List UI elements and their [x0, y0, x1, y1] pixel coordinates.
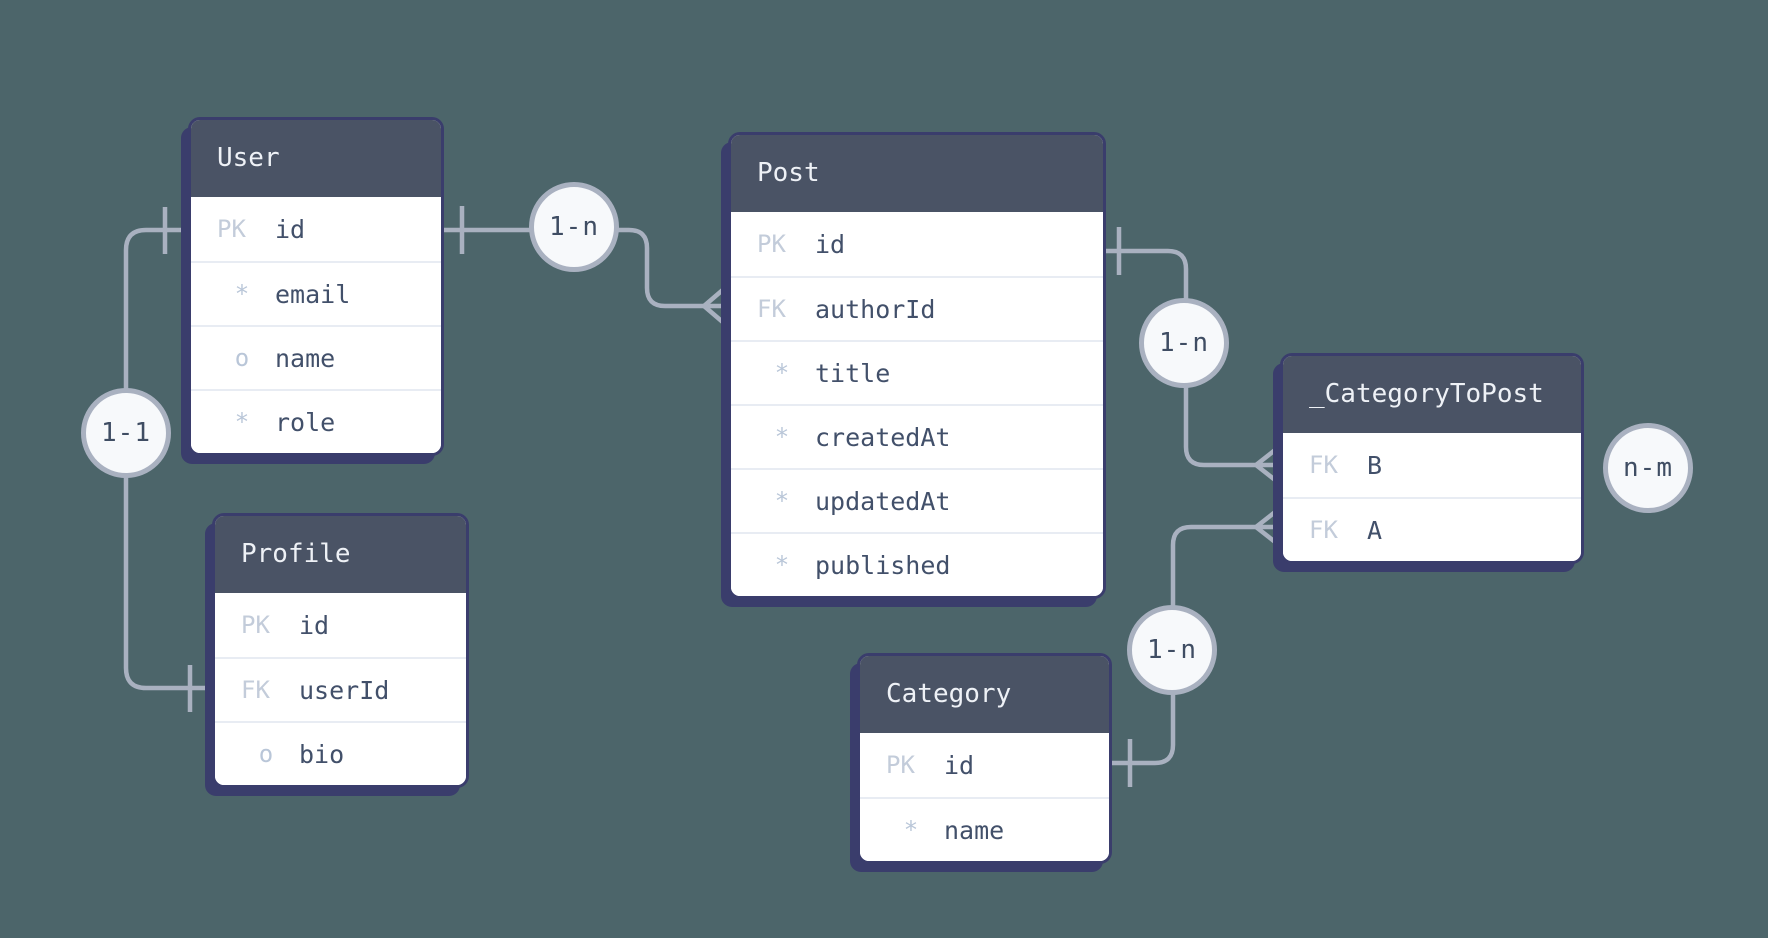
table-row: * role	[191, 389, 441, 453]
table-row: FK userId	[215, 657, 466, 721]
table-title: Category	[860, 656, 1109, 733]
many-marker	[1253, 440, 1287, 490]
column-name: title	[815, 358, 891, 388]
cardinality-badge: n-m	[1603, 423, 1693, 513]
column-name: createdAt	[815, 422, 951, 452]
connector-line	[427, 227, 707, 309]
cardinality-label: 1-n	[1159, 328, 1209, 358]
column-name: authorId	[815, 294, 936, 324]
table-row: PK id	[860, 733, 1109, 797]
cardinality-label: 1-n	[1147, 635, 1197, 665]
cardinality-label: 1-1	[101, 418, 151, 448]
foreign-key-label: FK	[1309, 451, 1338, 479]
required-marker: *	[774, 423, 790, 451]
nullable-marker: o	[258, 740, 274, 768]
column-name: B	[1367, 450, 1383, 480]
required-marker: *	[234, 408, 250, 436]
table-row: FK authorId	[731, 276, 1103, 340]
cardinality-badge: 1-1	[81, 388, 171, 478]
primary-key-label: PK	[217, 215, 246, 243]
required-marker: *	[774, 487, 790, 515]
column-name: userId	[299, 675, 390, 705]
many-marker	[701, 279, 735, 333]
column-name: name	[944, 815, 1005, 845]
column-name: role	[275, 407, 336, 437]
cardinality-badge: 1-n	[1127, 605, 1217, 695]
column-name: A	[1367, 515, 1383, 545]
primary-key-label: PK	[241, 611, 270, 639]
many-marker	[1253, 502, 1287, 552]
column-name: id	[299, 610, 330, 640]
table-title: _CategoryToPost	[1283, 356, 1581, 433]
column-name: id	[275, 214, 306, 244]
table-row: FK B	[1283, 433, 1581, 497]
table-row: PK id	[731, 212, 1103, 276]
column-name: published	[815, 550, 951, 580]
table-row: * updatedAt	[731, 468, 1103, 532]
table-row: PK id	[215, 593, 466, 657]
table-row: * email	[191, 261, 441, 325]
column-name: email	[275, 279, 351, 309]
cardinality-label: n-m	[1623, 453, 1673, 483]
foreign-key-label: FK	[1309, 516, 1338, 544]
column-name: updatedAt	[815, 486, 951, 516]
table-title: Profile	[215, 516, 466, 593]
table-row: * published	[731, 532, 1103, 596]
required-marker: *	[774, 551, 790, 579]
required-marker: *	[774, 359, 790, 387]
foreign-key-label: FK	[241, 676, 270, 704]
column-name: id	[944, 750, 975, 780]
table-title: Post	[731, 135, 1103, 212]
table-row: * title	[731, 340, 1103, 404]
primary-key-label: PK	[757, 230, 786, 258]
foreign-key-label: FK	[757, 295, 786, 323]
column-name: id	[815, 229, 846, 259]
connector-user-post	[427, 206, 735, 333]
required-marker: *	[234, 280, 250, 308]
table-title: User	[191, 120, 441, 197]
cardinality-label: 1-n	[549, 212, 599, 242]
cardinality-badge: 1-n	[1139, 298, 1229, 388]
nullable-marker: o	[234, 344, 250, 372]
required-marker: *	[903, 816, 919, 844]
column-name: bio	[299, 739, 345, 769]
table-row: FK A	[1283, 497, 1581, 561]
column-name: name	[275, 343, 336, 373]
primary-key-label: PK	[886, 751, 915, 779]
cardinality-badge: 1-n	[529, 182, 619, 272]
table-row: * createdAt	[731, 404, 1103, 468]
table-row: PK id	[191, 197, 441, 261]
table-row: * name	[860, 797, 1109, 861]
